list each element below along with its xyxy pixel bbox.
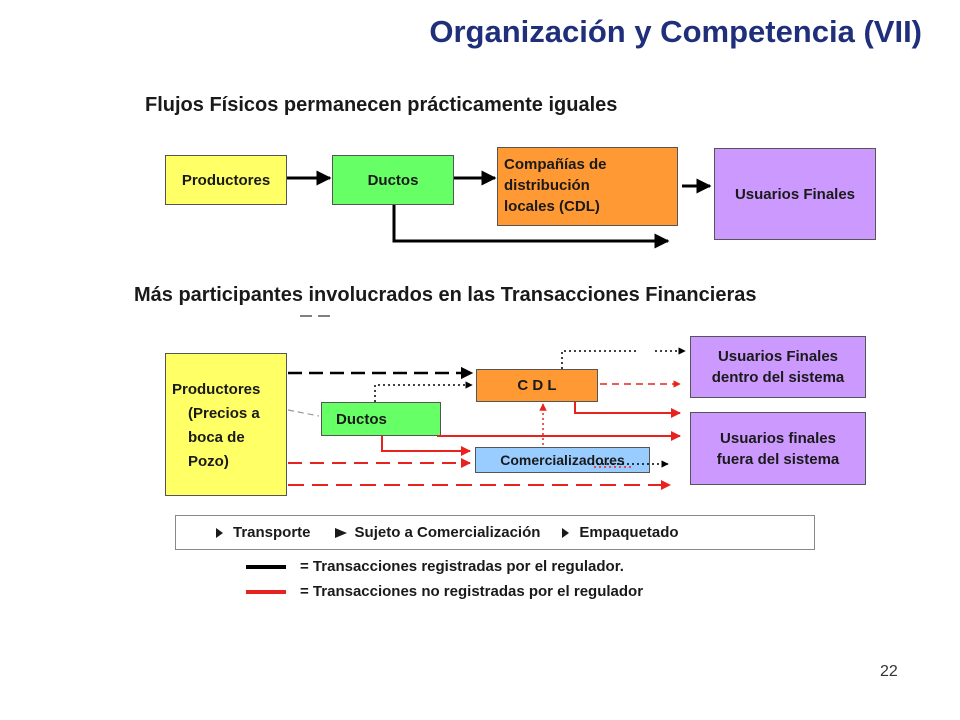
wide-triangle-icon bbox=[334, 527, 347, 538]
legend-bundled: Empaquetado bbox=[562, 524, 679, 541]
legend-bundled-label: Empaquetado bbox=[579, 524, 679, 541]
legend-subject-to-marketing: Sujeto a Comercialización bbox=[334, 524, 541, 541]
ldc-label-line-1: Compañías de bbox=[504, 156, 607, 173]
legend-subject-label: Sujeto a Comercialización bbox=[354, 524, 541, 541]
fin-producers-line-4: Pozo) bbox=[188, 453, 229, 470]
fin-pipelines-label: Ductos bbox=[336, 410, 387, 428]
users-in-system-line-2: dentro del sistema bbox=[711, 369, 845, 386]
key-registered: = Transacciones registradas por el regul… bbox=[246, 558, 624, 575]
pipelines-label: Ductos bbox=[367, 171, 419, 189]
fin-producers-line-2: (Precios a bbox=[188, 405, 260, 422]
cdl-label: C D L bbox=[517, 377, 557, 394]
pipelines-box: Ductos bbox=[332, 155, 454, 205]
slide-title: Organización y Competencia (VII) bbox=[429, 14, 922, 49]
users-in-system-line-1: Usuarios Finales bbox=[717, 348, 839, 365]
users-out-system-line-2: fuera del sistema bbox=[716, 450, 840, 468]
arrow-type-legend: Transporte Sujeto a Comercialización Emp… bbox=[175, 515, 815, 550]
red-line-swatch bbox=[246, 589, 286, 594]
arrow-pipelines-bypass bbox=[392, 205, 670, 249]
dotted-cdl-to-users-in bbox=[561, 350, 636, 369]
key-registered-label: = Transacciones registradas por el regul… bbox=[300, 558, 624, 575]
red-cdl-to-users-out bbox=[574, 402, 681, 418]
key-unregistered: = Transacciones no registradas por el re… bbox=[246, 583, 643, 600]
red-pipelines-to-marketers bbox=[381, 436, 471, 456]
users-out-system-line-1: Usuarios finales bbox=[720, 429, 836, 447]
users-in-system-box: Usuarios Finales dentro del sistema bbox=[690, 336, 866, 398]
financial-transactions-heading: Más participantes involucrados en las Tr… bbox=[134, 284, 757, 306]
key-unregistered-label: = Transacciones no registradas por el re… bbox=[300, 583, 644, 600]
dotted-pipelines-to-cdl bbox=[374, 381, 473, 402]
ldc-label-line-3: locales (CDL) bbox=[504, 198, 600, 215]
ldc-label-line-2: distribución bbox=[504, 177, 590, 194]
legend-transport-label: Transporte bbox=[233, 524, 311, 541]
ldc-box: Compañías de distribución locales (CDL) bbox=[497, 147, 678, 226]
fin-producers-line-1: Productores bbox=[172, 381, 261, 398]
end-users-label: Usuarios Finales bbox=[734, 185, 856, 203]
black-line-swatch bbox=[246, 564, 286, 569]
small-triangle-icon bbox=[216, 527, 223, 538]
small-triangle-icon bbox=[562, 527, 570, 538]
marketers-box: Comercializadores bbox=[475, 447, 650, 473]
end-users-box: Usuarios Finales bbox=[714, 148, 876, 240]
producers-box: Productores bbox=[165, 155, 287, 205]
users-out-system-box: Usuarios finales fuera del sistema bbox=[690, 412, 866, 485]
page-number: 22 bbox=[880, 663, 898, 680]
producers-label: Productores bbox=[181, 171, 271, 189]
fin-pipelines-box: Ductos bbox=[321, 402, 441, 436]
fin-producers-box: Productores (Precios a boca de Pozo) bbox=[165, 353, 287, 496]
physical-flows-heading: Flujos Físicos permanecen prácticamente … bbox=[145, 94, 618, 116]
legend-transport: Transporte bbox=[216, 524, 311, 541]
cdl-box: C D L bbox=[476, 369, 598, 402]
fin-producers-line-3: boca de bbox=[188, 429, 245, 446]
dashed-producers-to-pipelines bbox=[287, 409, 320, 417]
